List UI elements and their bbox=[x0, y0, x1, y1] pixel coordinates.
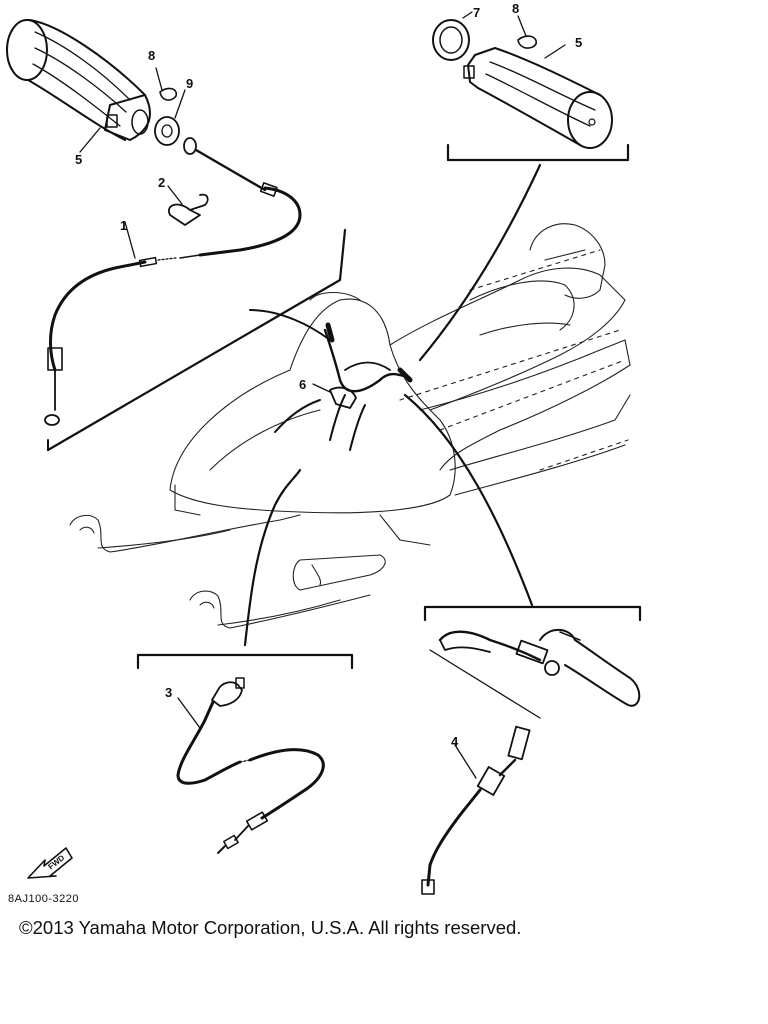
forward-arrow-icon bbox=[27, 847, 73, 879]
panel-divider-line bbox=[46, 228, 347, 452]
callout-1: 1 bbox=[120, 218, 127, 233]
callout-4: 4 bbox=[451, 734, 459, 749]
right-grip-plug bbox=[517, 35, 537, 49]
bottom-left-panel bbox=[136, 653, 354, 854]
leader-lower-right bbox=[403, 393, 534, 607]
callout-7: 7 bbox=[473, 5, 480, 20]
washer bbox=[154, 116, 180, 146]
callout-labels: 1 2 3 4 5 5 6 7 8 8 9 FWD bbox=[46, 1, 582, 871]
left-grip-plug bbox=[159, 87, 178, 101]
callout-5-right: 5 bbox=[575, 35, 582, 50]
part-code: 8AJ100-3220 bbox=[8, 893, 79, 905]
left-handlebar-grip bbox=[6, 19, 151, 141]
callout-6: 6 bbox=[299, 377, 306, 392]
top-right-panel bbox=[432, 11, 630, 162]
leader-lower-left bbox=[243, 468, 302, 647]
top-left-panel bbox=[6, 19, 347, 452]
panel-topline bbox=[423, 605, 642, 622]
callout-3: 3 bbox=[165, 685, 172, 700]
callout-8-right: 8 bbox=[512, 1, 519, 16]
copyright-notice: ©2013 Yamaha Motor Corporation, U.S.A. A… bbox=[19, 917, 522, 938]
leader-right-grip bbox=[418, 163, 542, 362]
panel-baseline bbox=[446, 143, 630, 162]
bottom-right-panel bbox=[421, 605, 642, 895]
fwd-label: FWD bbox=[46, 853, 66, 871]
callout-5-left: 5 bbox=[75, 152, 82, 167]
callout-8-left: 8 bbox=[148, 48, 155, 63]
handlebar-cable-routing bbox=[312, 322, 413, 409]
panel-topline bbox=[136, 653, 354, 670]
snowmobile-outline bbox=[69, 223, 631, 629]
throttle-cable bbox=[44, 256, 177, 426]
grip-ring bbox=[432, 19, 470, 61]
callout-2: 2 bbox=[158, 175, 165, 190]
right-handlebar-grip bbox=[463, 47, 613, 149]
cable-clip bbox=[168, 193, 209, 226]
callout-9: 9 bbox=[186, 76, 193, 91]
